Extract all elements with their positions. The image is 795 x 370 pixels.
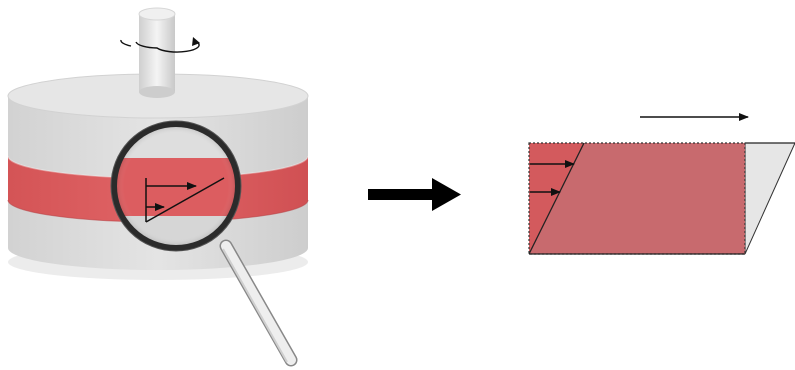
rheometer xyxy=(7,7,309,367)
shaft xyxy=(138,7,176,98)
right-arrow-icon xyxy=(368,178,461,211)
rotation-arrow-icon xyxy=(120,37,200,53)
original-outline xyxy=(528,142,746,255)
lens-ring xyxy=(111,121,241,251)
magnifier-icon xyxy=(110,120,298,367)
sheared-element xyxy=(529,143,745,254)
magnifier-handle xyxy=(219,239,298,367)
displaced-region xyxy=(744,142,795,255)
shear-element xyxy=(528,142,795,255)
